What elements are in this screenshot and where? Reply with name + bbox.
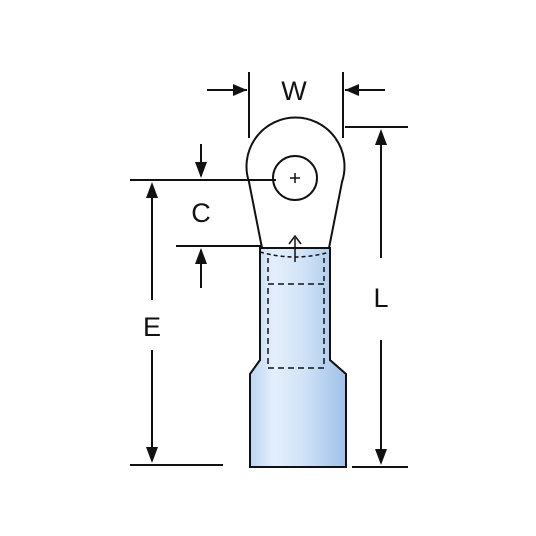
edge-arrow-bottom-icon bbox=[146, 447, 158, 463]
edge-label: E bbox=[143, 312, 161, 342]
edge-arrow-top-icon bbox=[146, 182, 158, 198]
insulated-barrel bbox=[249, 234, 347, 468]
width-arrow-right-icon bbox=[345, 84, 359, 96]
length-dimension: L bbox=[345, 126, 408, 468]
length-label: L bbox=[373, 283, 388, 313]
width-dimension: W bbox=[207, 72, 385, 138]
ring-tongue bbox=[245, 116, 346, 249]
hole-dimension: C bbox=[176, 144, 262, 288]
length-arrow-bottom-icon bbox=[375, 449, 387, 465]
width-arrow-left-icon bbox=[233, 84, 247, 96]
hole-arrow-top-icon bbox=[195, 162, 207, 178]
edge-dimension: E bbox=[130, 179, 276, 466]
hole-arrow-bottom-icon bbox=[195, 248, 207, 264]
width-label: W bbox=[281, 76, 307, 106]
junction-arrow-icon bbox=[288, 234, 302, 245]
hole-label: C bbox=[191, 198, 211, 228]
length-arrow-top-icon bbox=[375, 129, 387, 145]
